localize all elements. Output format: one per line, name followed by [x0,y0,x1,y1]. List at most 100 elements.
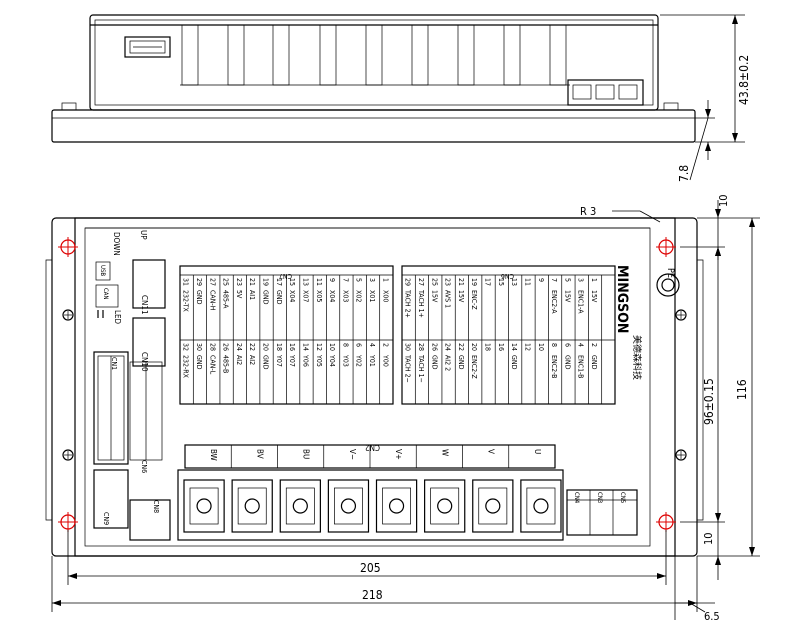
mounting-holes [58,237,676,532]
pin-name: GND [195,355,203,370]
pin-name: ENC1-B [577,355,585,378]
screw-terminal [279,479,321,533]
cn6-label: CN6 [501,272,514,280]
screw-icon [485,498,501,514]
screw-terminal [520,479,562,533]
terminal-label: U [533,449,542,454]
pin-name: GND [262,290,270,305]
pin-number: 29 [195,278,203,286]
cn8-label: CN8 [152,500,160,513]
pin-number: 12 [315,343,323,351]
cn9-label: CN9 [102,512,110,525]
screw-icon [62,309,74,321]
pin-number: 10 [328,343,336,351]
side-view-flange [51,109,696,143]
pin-number: 24 [444,343,452,351]
inner-width-dimension: 205 [67,530,667,585]
mounting-plate [51,217,698,557]
screw-terminal [375,479,418,533]
pin-name: CAN-L [208,355,216,375]
pin-name: GND [430,355,438,370]
pin-number: 28 [417,343,425,351]
screw-terminal [424,479,466,533]
pin-number: 20 [262,343,270,351]
pin-name: GND [262,355,270,370]
pin-name: X01 [368,290,376,302]
pin-number: 31 [182,278,190,286]
pin-number: 25 [430,278,438,286]
mounting-hole-icon [656,237,676,257]
pin-number: 19 [262,278,270,286]
pin-number: 3 [577,278,585,282]
pin-name: X05 [315,290,323,302]
pin-number: 28 [208,343,216,351]
terminal-label: BW [209,449,218,461]
bottom-gap-dimension: 10 [702,522,721,580]
pin-name: 15V [590,290,598,303]
pin-number: 5 [563,278,571,282]
pin-number: 19 [470,278,478,286]
cn6-small-label: CN6 [140,460,148,473]
pin-number: 21 [457,278,465,286]
pin-number: 14 [510,343,518,351]
pin-number: 5 [355,278,363,282]
pin-number: 11 [523,278,531,286]
pin-name: TACH 2+ [404,289,412,318]
pin-number: 7 [550,278,558,282]
pin-number: 9 [537,278,545,282]
cn9-connector [93,469,129,529]
flange-label: 7.8 [677,165,691,182]
pin-number: 30 [404,343,412,351]
pin-name: ENC-Z [470,290,478,310]
pin-name: GND [275,290,283,305]
pin-number: 15 [497,278,505,286]
pin-number: 8 [341,343,349,347]
screw-icon [675,449,687,461]
pin-name: Y05 [315,354,323,367]
terminal-label: V [487,449,496,454]
pin-number: 27 [417,278,425,286]
pin-number: 6 [563,343,571,347]
outer-width-label: 218 [362,588,383,602]
pin-name: X04 [288,290,296,302]
pin-name: GND [590,355,598,370]
mounting-hole-icon [58,512,78,532]
cn11-label: CN11 [140,295,149,315]
pin-name: AI2 2 [444,355,452,371]
pin-name: GND [563,355,571,370]
pin-name: AVS 1 [444,290,452,308]
pin-number: 6 [355,343,363,347]
terminal-label: V− [348,449,357,460]
terminal-label: BU [302,449,311,459]
pin-name: X00 [381,290,389,302]
pin-name: 232-TX [182,290,190,312]
screw-terminal [327,479,370,533]
pin-number: 8 [550,343,558,347]
brand-label: MINGSON [614,265,630,333]
led-label: LED [113,310,122,325]
pin-name: ENC2-A [550,290,558,314]
terminal-label: BV [255,449,264,459]
pin-number: 2 [381,343,389,347]
pin-name: 485-A [222,290,230,309]
screw-icon [196,498,212,514]
pin-name: TACH 1+ [417,289,425,318]
pin-number: 22 [248,343,256,351]
pin-number: 21 [248,278,256,286]
mounting-hole-icon [656,512,676,532]
pe-ground-terminal: PE [656,268,680,297]
pin-name: AI1 [248,290,256,300]
height-dimension: 43.8±0.2 [660,14,751,143]
terminal-label: V+ [394,449,403,460]
pin-name: X03 [341,290,349,302]
pin-number: 13 [301,278,309,286]
up-label: UP [139,230,148,240]
screw-icon [340,498,357,514]
pin-name: Y07 [288,354,296,367]
pin-number: 22 [457,343,465,351]
pin-number: 1 [590,278,598,282]
pin-name: TACH 1− [417,354,425,383]
top-gap-label: 10 [717,194,730,207]
